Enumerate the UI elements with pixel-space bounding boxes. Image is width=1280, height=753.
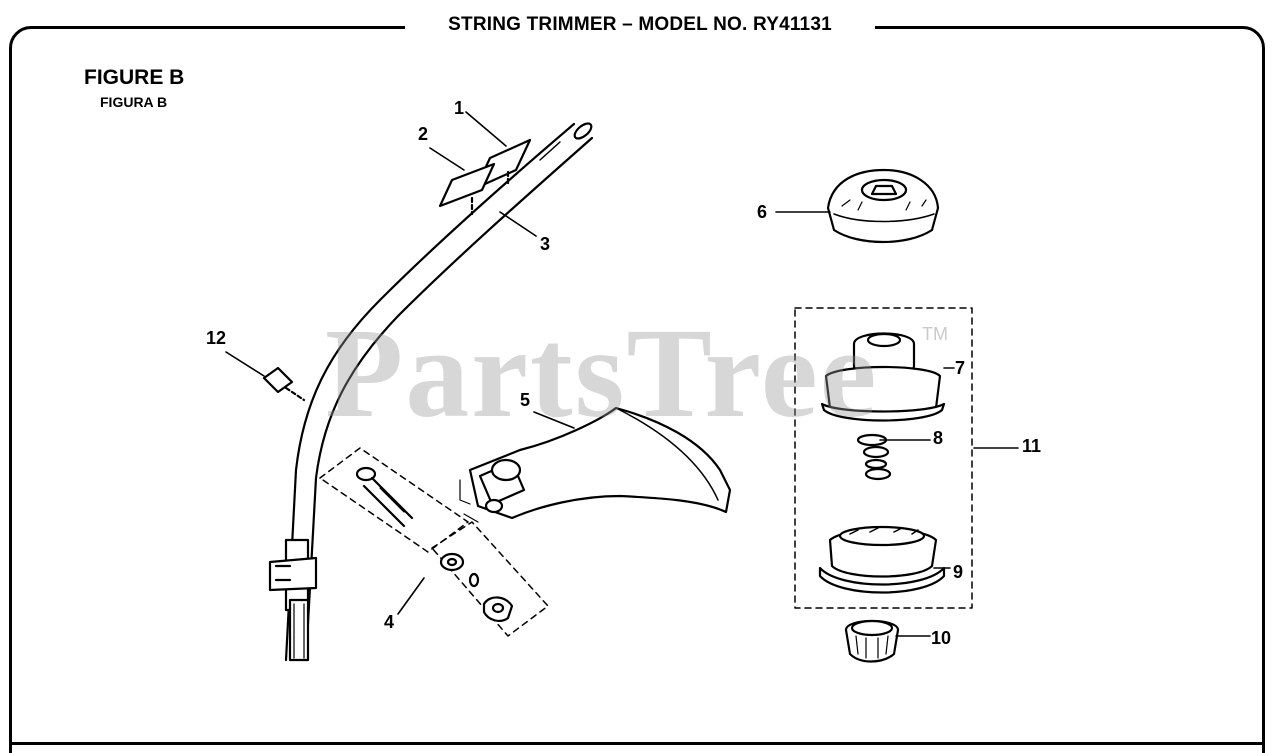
part-4-hardware-kit — [319, 447, 549, 637]
callout-10: 10 — [931, 628, 952, 648]
part-12-sleeve — [262, 366, 306, 402]
part-9-spool — [818, 525, 946, 594]
part-3-shaft — [268, 122, 594, 662]
diagram-title: STRING TRIMMER – MODEL NO. RY41131 — [405, 10, 875, 40]
callout-5: 5 — [520, 390, 531, 410]
part-6-trimmer-head — [826, 168, 940, 244]
figure-subtitle: FIGURA B — [100, 94, 168, 110]
part-11-bracket — [794, 307, 973, 609]
callout-7: 7 — [955, 358, 966, 378]
callout-2: 2 — [418, 124, 429, 144]
callout-12: 12 — [206, 328, 227, 348]
callout-6: 6 — [757, 202, 768, 222]
part-2-label — [438, 162, 510, 216]
callout-4: 4 — [384, 612, 395, 632]
callout-3: 3 — [540, 234, 551, 254]
callout-1: 1 — [454, 98, 465, 118]
part-10-bump-knob — [844, 619, 900, 663]
watermark-text: PartsTree — [325, 302, 879, 444]
part-7-reel-housing — [820, 332, 946, 422]
watermark-trademark: TM — [922, 324, 948, 344]
figure-title: FIGURE B — [84, 66, 185, 89]
callout-11: 11 — [1022, 436, 1042, 456]
part-8-spring — [856, 433, 892, 481]
callout-8: 8 — [933, 428, 944, 448]
callout-9: 9 — [953, 562, 964, 582]
callout-leader-lines — [225, 111, 1019, 637]
bottom-divider — [9, 742, 1265, 745]
part-5-guard — [459, 406, 732, 523]
